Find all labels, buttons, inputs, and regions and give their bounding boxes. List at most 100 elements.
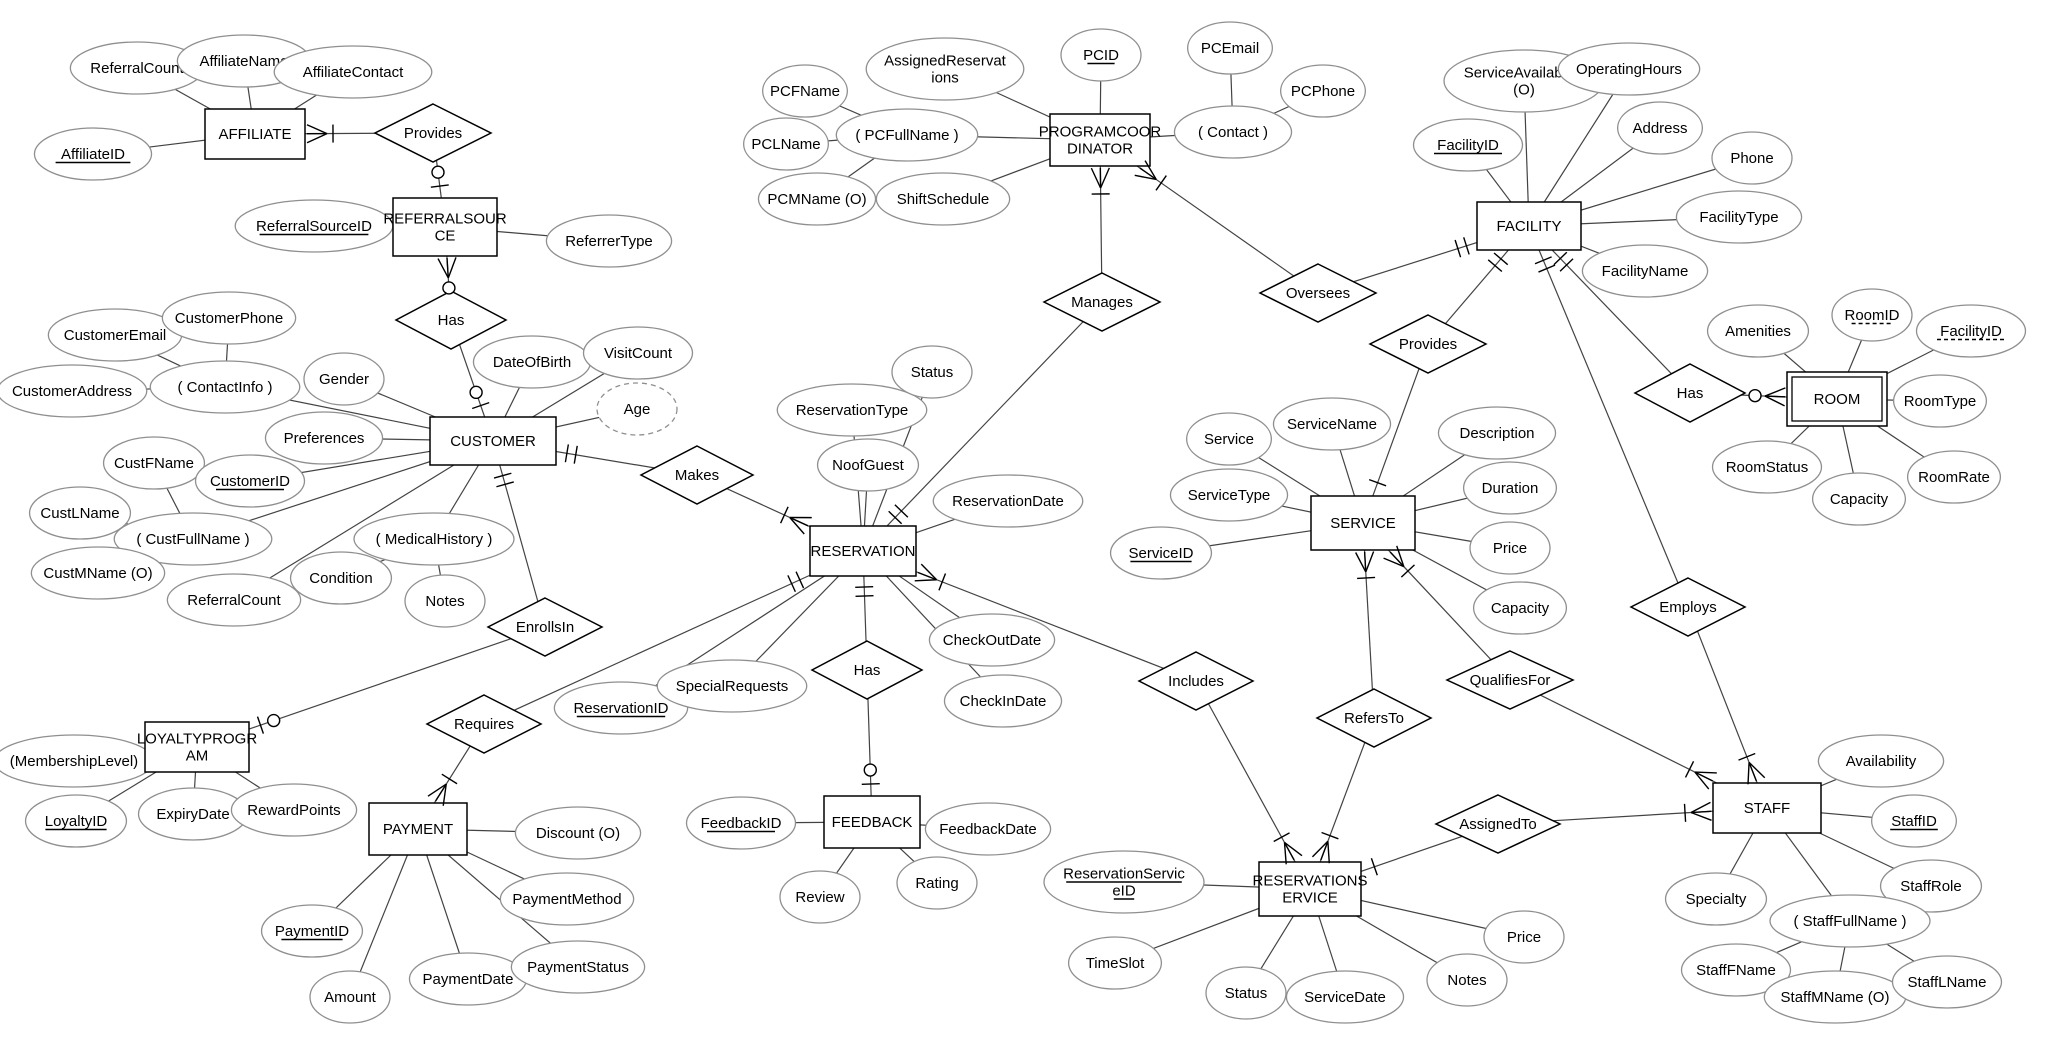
svg-text:CustomerEmail: CustomerEmail <box>64 327 167 344</box>
attribute-specialty: Specialty <box>1664 872 1768 926</box>
marker-reservationservice <box>1311 831 1339 864</box>
svg-text:ReferralCount: ReferralCount <box>187 592 281 609</box>
svg-text:Amount: Amount <box>324 989 377 1006</box>
edge-rel_manages-reservation <box>862 301 1103 552</box>
attribute-staffrole: StaffRole <box>1879 859 1983 913</box>
attribute-availability: Availability <box>1817 734 1945 788</box>
attribute-operatinghours: OperatingHours <box>1557 42 1701 96</box>
svg-text:Discount (O): Discount (O) <box>536 825 620 842</box>
attribute-paymentdate: PaymentDate <box>408 952 528 1006</box>
attribute-specialrequests: SpecialRequests <box>656 659 808 713</box>
attribute-serviceid: ServiceID <box>1109 526 1213 580</box>
svg-text:FeedbackDate: FeedbackDate <box>939 821 1037 838</box>
svg-text:StaffFName: StaffFName <box>1696 962 1776 979</box>
svg-text:StaffLName: StaffLName <box>1908 974 1987 991</box>
svg-text:PaymentID: PaymentID <box>275 923 349 940</box>
svg-text:( PCFullName ): ( PCFullName ) <box>855 127 958 144</box>
attribute-stafflname: StaffLName <box>1891 955 2003 1009</box>
attribute-checkindate: CheckInDate <box>943 674 1063 728</box>
svg-text:RefersTo: RefersTo <box>1344 710 1404 727</box>
svg-text:LOYALTYPROGR: LOYALTYPROGR <box>137 731 257 748</box>
marker-reservationservice <box>1370 858 1378 876</box>
attribute-feedbackid: FeedbackID <box>685 796 797 850</box>
marker-reservation <box>914 563 947 591</box>
svg-text:ReservationType: ReservationType <box>796 402 909 419</box>
attribute-affiliateid: AffiliateID <box>33 127 153 181</box>
svg-text:( Contact ): ( Contact ) <box>1198 124 1268 141</box>
edge-facility-rel_employs <box>1528 225 1689 608</box>
svg-text:StaffMName (O): StaffMName (O) <box>1781 989 1890 1006</box>
entity-feedback: FEEDBACK <box>823 795 921 849</box>
marker-customer <box>564 444 578 464</box>
svg-text:Service: Service <box>1204 431 1254 448</box>
svg-text:ReferrerType: ReferrerType <box>565 233 653 250</box>
marker-referralsource <box>437 257 457 295</box>
svg-text:Has: Has <box>854 662 881 679</box>
marker-service <box>1368 478 1387 487</box>
svg-text:CE: CE <box>435 228 456 245</box>
attribute-dateofbirth: DateOfBirth <box>472 335 592 389</box>
attribute-pcid: PCID <box>1060 28 1142 82</box>
marker-customer <box>469 385 490 410</box>
attribute-referralcount2: ReferralCount <box>166 573 302 627</box>
relationship-has2: Has <box>810 640 924 700</box>
marker-room <box>1748 387 1786 407</box>
svg-text:Review: Review <box>795 889 844 906</box>
svg-text:Age: Age <box>624 401 651 418</box>
svg-text:PCFName: PCFName <box>770 83 840 100</box>
relationship-has3: Has <box>1633 363 1747 423</box>
svg-text:CustFName: CustFName <box>114 455 194 472</box>
svg-text:Condition: Condition <box>309 570 372 587</box>
attribute-custfullname: ( CustFullName ) <box>113 512 273 566</box>
svg-text:AM: AM <box>186 748 209 765</box>
svg-text:ReferralCount: ReferralCount <box>90 60 184 77</box>
svg-text:PCPhone: PCPhone <box>1291 83 1355 100</box>
marker-customer <box>493 472 514 488</box>
svg-text:EnrollsIn: EnrollsIn <box>516 619 574 636</box>
attribute-status1: Status <box>891 345 973 399</box>
svg-text:AffiliateContact: AffiliateContact <box>303 64 404 81</box>
svg-text:PCLName: PCLName <box>751 136 820 153</box>
attribute-paymentid: PaymentID <box>260 904 364 958</box>
attribute-paymentstatus: PaymentStatus <box>510 940 646 994</box>
attribute-referralsourceid: ReferralSourceID <box>234 199 394 253</box>
marker-facility <box>1553 251 1574 272</box>
svg-text:Notes: Notes <box>425 593 464 610</box>
attribute-amount: Amount <box>309 970 391 1024</box>
attribute-custmname: CustMName (O) <box>30 546 166 600</box>
svg-text:CustomerID: CustomerID <box>210 473 290 490</box>
svg-text:Manages: Manages <box>1071 294 1133 311</box>
edge-a_amount <box>349 828 419 998</box>
svg-text:PROGRAMCOOR: PROGRAMCOOR <box>1039 124 1162 141</box>
attribute-reservationid: ReservationID <box>553 681 689 735</box>
svg-text:PCEmail: PCEmail <box>1201 40 1259 57</box>
attribute-customerphone: CustomerPhone <box>161 291 297 345</box>
attribute-servicetype: ServiceType <box>1169 468 1289 522</box>
svg-text:SpecialRequests: SpecialRequests <box>676 678 789 695</box>
attribute-review: Review <box>779 870 861 924</box>
attribute-membershiplevel: (MembershipLevel) <box>0 734 155 788</box>
svg-text:ExpiryDate: ExpiryDate <box>156 806 229 823</box>
svg-text:FacilityID: FacilityID <box>1940 323 2002 340</box>
attribute-facilityid1: FacilityID <box>1412 118 1524 172</box>
attribute-feedbackdate: FeedbackDate <box>924 802 1052 856</box>
svg-text:(MembershipLevel): (MembershipLevel) <box>10 753 138 770</box>
svg-text:ions: ions <box>931 70 959 87</box>
attribute-roomtype: RoomType <box>1892 374 1988 428</box>
attribute-address: Address <box>1617 101 1704 155</box>
svg-text:CustMName (O): CustMName (O) <box>43 565 152 582</box>
attribute-customerid: CustomerID <box>194 454 306 508</box>
svg-text:NoofGuest: NoofGuest <box>832 457 905 474</box>
attribute-facilityid2: FacilityID <box>1915 304 2027 358</box>
svg-text:AffiliateName: AffiliateName <box>200 53 289 70</box>
marker-reservation <box>888 504 909 525</box>
entity-room: ROOM <box>1786 371 1888 427</box>
entity-customer: CUSTOMER <box>429 416 557 466</box>
svg-text:SERVICE: SERVICE <box>1330 515 1396 532</box>
svg-text:AFFILIATE: AFFILIATE <box>218 126 291 143</box>
attribute-price1: Price <box>1469 521 1551 575</box>
attribute-staffid: StaffID <box>1871 794 1958 848</box>
attribute-contactinfo: ( ContactInfo ) <box>149 360 301 414</box>
svg-text:ServiceType: ServiceType <box>1188 487 1271 504</box>
